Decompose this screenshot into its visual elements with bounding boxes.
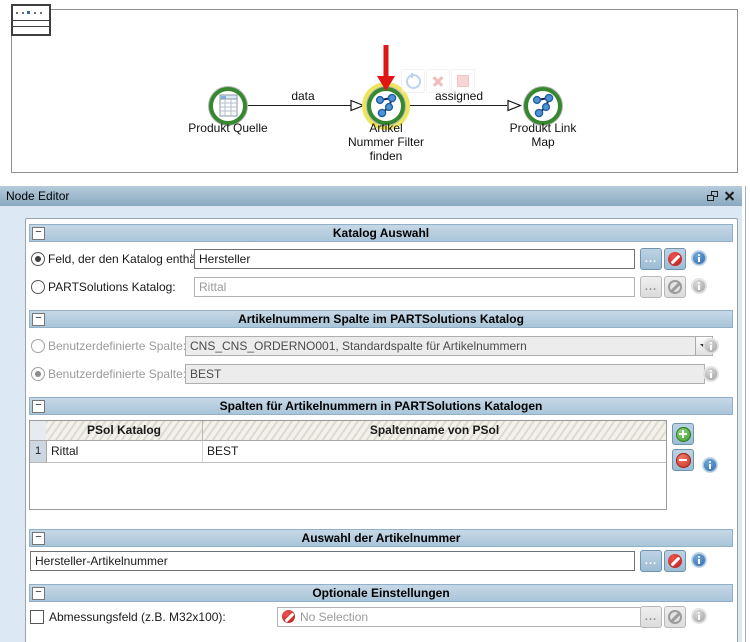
radio-benutzerdefinierte-spalte[interactable] [31,367,45,381]
node-editor-titlebar: Node Editor [0,186,742,207]
info-icon[interactable] [692,279,706,293]
cancel-icon[interactable] [426,69,450,93]
artikelnummer-input[interactable]: Hersteller-Artikelnummer [30,551,635,571]
block-icon [668,554,682,568]
group-header-auswahl-artikelnummer: − Auswahl der Artikelnummer [29,529,733,547]
info-icon[interactable] [692,251,706,265]
group-header-artikelnummern-spalte: − Artikelnummern Spalte im PARTSolutions… [29,310,733,328]
radio-label: Benutzerdefinierte Spalte: [48,367,187,381]
group-header-katalog-auswahl: − Katalog Auswahl [29,224,733,242]
node-produkt-link-map[interactable] [524,87,562,125]
run-icon[interactable] [401,69,425,93]
edge-data [248,105,351,106]
right-strip [742,186,750,642]
node-label: Artikel Nummer Filter finden [347,121,424,163]
browse-button-disabled[interactable]: ... [640,606,662,628]
radio-feld-katalog[interactable] [31,252,45,266]
clear-button-disabled[interactable] [664,606,686,628]
node-produkt-quelle[interactable] [209,87,247,125]
browse-button-disabled[interactable]: ... [640,276,662,298]
info-icon[interactable] [692,609,706,623]
node-hover-toolbar [401,69,475,93]
katalog-feld-input[interactable]: Hersteller [194,249,635,269]
group-title: Spalten für Artikelnummern in PARTSoluti… [219,399,543,413]
block-icon [668,252,682,266]
radio-label: Benutzerdefinierte Spalte: [48,339,187,353]
radio-partsolutions-katalog[interactable] [31,280,45,294]
abmessungsfeld-checkbox[interactable] [30,610,44,624]
plus-icon [675,426,691,442]
widget-dot [27,11,30,14]
add-row-button[interactable] [672,423,694,445]
info-icon[interactable] [703,458,717,472]
group-header-optionale-einstellungen: − Optionale Einstellungen [29,584,733,602]
widget-line [13,20,49,21]
collapse-icon[interactable]: − [32,532,45,545]
block-icon [668,610,682,624]
arrowhead-icon [350,99,365,112]
browse-button[interactable]: ... [640,550,662,572]
arrowhead-icon [507,99,522,112]
spalte-combobox[interactable]: CNS_CNS_ORDERNO001, Standardspalte für A… [185,336,713,356]
group-header-spalten-tabelle: − Spalten für Artikelnummern in PARTSolu… [29,397,733,415]
info-icon[interactable] [704,367,718,381]
node-label: Produkt Link Map [509,121,577,149]
radio-standardspalte[interactable] [31,339,45,353]
table-widget-icon [11,4,51,36]
graph-icon [532,93,554,118]
benutzerdefinierte-spalte-input[interactable]: BEST [185,364,705,384]
table-corner-cell [30,421,47,441]
edge-label-data: data [291,89,315,103]
table-source-icon [219,94,238,117]
row-number: 1 [30,441,47,463]
group-title: Artikelnummern Spalte im PARTSolutions K… [238,312,524,326]
table-cell-katalog[interactable]: Rittal [47,441,203,463]
stop-icon[interactable] [451,69,475,93]
graph-icon [375,93,397,118]
radio-label: Feld, der den Katalog enthält: [48,252,206,266]
group-title: Optionale Einstellungen [312,586,450,600]
abmessungsfeld-input[interactable]: No Selection [277,607,653,627]
red-arrow-annotation [377,45,395,91]
column-header-spaltenname[interactable]: Spaltenname von PSol [203,421,666,441]
browse-button[interactable]: ... [640,248,662,270]
remove-row-button[interactable] [672,449,694,471]
group-title: Auswahl der Artikelnummer [301,531,461,545]
partsolutions-katalog-input[interactable]: Rittal [194,277,635,297]
collapse-icon[interactable]: − [32,587,45,600]
minus-icon [675,452,691,468]
panel-title: Node Editor [6,189,70,203]
checkbox-label: Abmessungsfeld (z.B. M32x100): [49,610,226,624]
collapse-icon[interactable]: − [32,400,45,413]
widget-line [13,26,49,27]
float-icon[interactable] [707,191,718,201]
radio-label: PARTSolutions Katalog: [48,280,176,294]
edge-label-assigned: assigned [434,89,484,103]
clear-button-disabled[interactable] [664,276,686,298]
info-icon[interactable] [704,339,718,353]
table-cell-spaltenname[interactable]: BEST [203,441,666,463]
collapse-icon[interactable]: − [32,227,45,240]
group-title: Katalog Auswahl [332,226,430,240]
splitter-line[interactable] [745,186,746,642]
block-icon [668,280,682,294]
spalten-table: PSol Katalog Spaltenname von PSol 1 Ritt… [29,420,667,510]
block-icon [282,610,295,623]
edge-assigned [406,105,507,106]
node-label: Produkt Quelle [188,121,268,135]
close-icon[interactable] [724,190,735,201]
clear-button[interactable] [664,550,686,572]
widget-marks [16,12,44,14]
column-header-psol-katalog[interactable]: PSol Katalog [46,421,203,441]
clear-button[interactable] [664,248,686,270]
collapse-icon[interactable]: − [32,313,45,326]
info-icon[interactable] [692,553,706,567]
